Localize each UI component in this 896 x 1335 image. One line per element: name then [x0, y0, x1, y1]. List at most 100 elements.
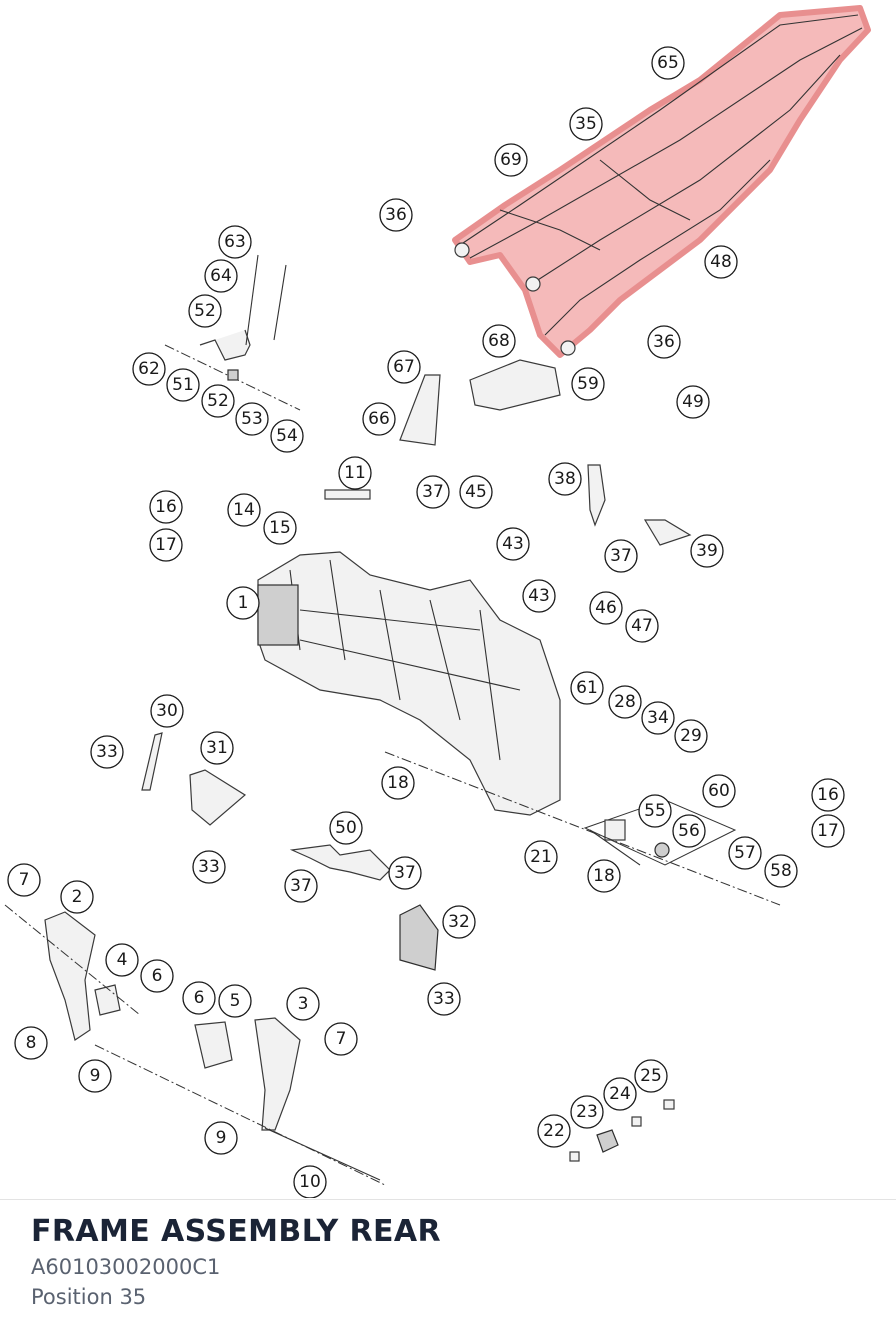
callout-10[interactable]: 10 — [293, 1165, 327, 1198]
callout-50[interactable]: 50 — [329, 811, 363, 845]
callout-43[interactable]: 43 — [496, 527, 530, 561]
callout-number: 16 — [817, 785, 839, 805]
callout-57[interactable]: 57 — [728, 836, 762, 870]
callout-66[interactable]: 66 — [362, 402, 396, 436]
callout-52[interactable]: 52 — [188, 294, 222, 328]
callout-58[interactable]: 58 — [764, 854, 798, 888]
callout-37[interactable]: 37 — [388, 856, 422, 890]
callout-62[interactable]: 62 — [132, 352, 166, 386]
callout-15[interactable]: 15 — [263, 511, 297, 545]
callout-number: 14 — [233, 500, 255, 520]
exploded-parts-diagram: 6535693648366364526251525354686766594911… — [4, 5, 871, 1198]
callout-4[interactable]: 4 — [105, 943, 139, 977]
callout-33[interactable]: 33 — [427, 982, 461, 1016]
callout-61[interactable]: 61 — [570, 671, 604, 705]
callout-30[interactable]: 30 — [150, 694, 184, 728]
position-label: Position 35 — [31, 1285, 147, 1309]
callout-16[interactable]: 16 — [811, 778, 845, 812]
callout-46[interactable]: 46 — [589, 591, 623, 625]
callout-31[interactable]: 31 — [200, 731, 234, 765]
callout-63[interactable]: 63 — [218, 225, 252, 259]
callout-9[interactable]: 9 — [204, 1121, 238, 1155]
callout-number: 18 — [387, 773, 409, 793]
callout-2[interactable]: 2 — [60, 880, 94, 914]
callout-33[interactable]: 33 — [192, 850, 226, 884]
callout-51[interactable]: 51 — [166, 368, 200, 402]
callout-number: 3 — [298, 994, 309, 1014]
callout-number: 33 — [198, 857, 220, 877]
callout-52[interactable]: 52 — [201, 384, 235, 418]
callout-54[interactable]: 54 — [270, 419, 304, 453]
callout-48[interactable]: 48 — [704, 245, 738, 279]
callout-28[interactable]: 28 — [608, 685, 642, 719]
callout-56[interactable]: 56 — [672, 814, 706, 848]
callout-17[interactable]: 17 — [149, 528, 183, 562]
callout-45[interactable]: 45 — [459, 475, 493, 509]
callout-64[interactable]: 64 — [204, 259, 238, 293]
callout-65[interactable]: 65 — [651, 46, 685, 80]
callout-22[interactable]: 22 — [537, 1114, 571, 1148]
callout-9[interactable]: 9 — [78, 1059, 112, 1093]
lever-30 — [141, 732, 163, 791]
callout-14[interactable]: 14 — [227, 493, 261, 527]
callout-23[interactable]: 23 — [570, 1095, 604, 1129]
callout-number: 33 — [433, 989, 455, 1009]
axis-leader-18 — [384, 751, 781, 906]
callout-37[interactable]: 37 — [416, 475, 450, 509]
callout-7[interactable]: 7 — [7, 863, 41, 897]
callout-29[interactable]: 29 — [674, 719, 708, 753]
callout-34[interactable]: 34 — [641, 701, 675, 735]
callout-36[interactable]: 36 — [647, 325, 681, 359]
callout-32[interactable]: 32 — [442, 905, 476, 939]
callout-number: 16 — [155, 497, 177, 517]
main-frame — [257, 551, 561, 816]
callout-47[interactable]: 47 — [625, 609, 659, 643]
callout-number: 30 — [156, 701, 178, 721]
callout-3[interactable]: 3 — [286, 987, 320, 1021]
callout-17[interactable]: 17 — [811, 814, 845, 848]
callout-60[interactable]: 60 — [702, 774, 736, 808]
callout-37[interactable]: 37 — [604, 539, 638, 573]
callout-number: 65 — [657, 53, 679, 73]
callout-6[interactable]: 6 — [140, 959, 174, 993]
callout-24[interactable]: 24 — [603, 1077, 637, 1111]
callout-36[interactable]: 36 — [379, 198, 413, 232]
callout-number: 18 — [593, 866, 615, 886]
callout-49[interactable]: 49 — [676, 385, 710, 419]
cover-32 — [399, 904, 439, 971]
callout-38[interactable]: 38 — [548, 462, 582, 496]
callout-53[interactable]: 53 — [235, 402, 269, 436]
callout-6[interactable]: 6 — [182, 981, 216, 1015]
callout-number: 7 — [19, 870, 30, 890]
callout-number: 29 — [680, 726, 702, 746]
footrest-bracket-left — [44, 911, 96, 1041]
callout-69[interactable]: 69 — [494, 143, 528, 177]
callout-number: 37 — [422, 482, 444, 502]
callout-39[interactable]: 39 — [690, 534, 724, 568]
callout-68[interactable]: 68 — [482, 324, 516, 358]
callout-25[interactable]: 25 — [634, 1059, 668, 1093]
callout-67[interactable]: 67 — [387, 350, 421, 384]
callout-8[interactable]: 8 — [14, 1026, 48, 1060]
callout-1[interactable]: 1 — [226, 586, 260, 620]
callout-33[interactable]: 33 — [90, 735, 124, 769]
callout-59[interactable]: 59 — [571, 367, 605, 401]
callout-number: 36 — [653, 332, 675, 352]
callout-43[interactable]: 43 — [522, 579, 556, 613]
callout-18[interactable]: 18 — [587, 859, 621, 893]
callout-5[interactable]: 5 — [218, 984, 252, 1018]
callout-37[interactable]: 37 — [284, 869, 318, 903]
callout-55[interactable]: 55 — [638, 794, 672, 828]
callout-21[interactable]: 21 — [524, 840, 558, 874]
rear-subframe-highlight[interactable] — [452, 5, 871, 358]
callout-number: 17 — [817, 821, 839, 841]
callout-11[interactable]: 11 — [338, 456, 372, 490]
callout-35[interactable]: 35 — [569, 107, 603, 141]
callout-number: 9 — [216, 1128, 227, 1148]
callout-18[interactable]: 18 — [381, 766, 415, 800]
callout-16[interactable]: 16 — [149, 490, 183, 524]
callout-number: 62 — [138, 359, 160, 379]
callout-number: 43 — [528, 586, 550, 606]
callout-number: 7 — [336, 1029, 347, 1049]
callout-7[interactable]: 7 — [324, 1022, 358, 1056]
